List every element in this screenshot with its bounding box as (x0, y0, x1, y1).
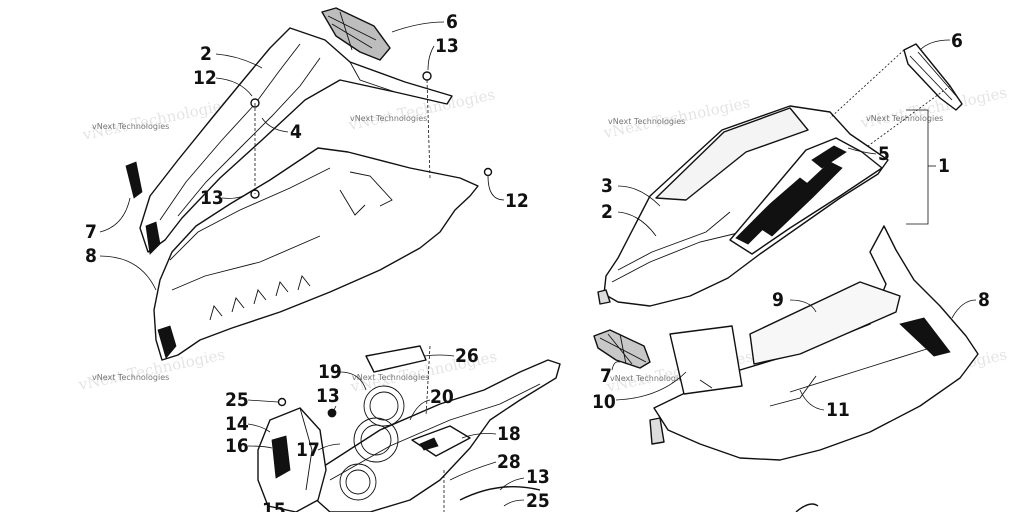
callout-13: 13 (435, 35, 459, 57)
small-trim-part (125, 161, 143, 199)
callout-2: 2 (200, 43, 212, 65)
fastener (327, 408, 337, 418)
watermark-text: vNext Technologies (92, 122, 169, 131)
gauge-ring (363, 385, 405, 427)
top-right-panel-assembly (593, 43, 979, 461)
watermark-text: vNext Technologies (608, 117, 685, 126)
callout-16: 16 (225, 435, 249, 457)
inner-panel-9 (749, 281, 901, 365)
callout-10: 10 (592, 391, 616, 413)
watermark-text: vNext Technologies (610, 374, 687, 383)
gauge-ring (339, 463, 377, 501)
callout-6: 6 (951, 30, 963, 52)
top-left-callouts: 2 12 4 6 13 7 8 13 12 (85, 11, 529, 291)
callout-6: 6 (446, 11, 458, 33)
side-bracket (257, 407, 327, 513)
watermark-shadow: vNext Technologies (76, 345, 226, 394)
top-vent (903, 43, 963, 111)
callout-9: 9 (772, 289, 784, 311)
bottom-callouts: 19 26 25 13 20 14 16 17 18 28 13 25 15 (225, 345, 550, 517)
callout-8: 8 (978, 289, 990, 311)
callout-4: 4 (290, 121, 302, 143)
callout-20: 20 (430, 386, 454, 408)
callout-25: 25 (225, 389, 249, 411)
callout-5: 5 (878, 143, 890, 165)
cable (459, 486, 541, 501)
fastener (483, 167, 493, 177)
callout-12: 12 (193, 67, 217, 89)
bottom-center-floor-assembly (257, 345, 819, 513)
callout-28: 28 (497, 451, 521, 473)
callout-18: 18 (497, 423, 521, 445)
callout-11: 11 (826, 399, 850, 421)
callout-3: 3 (601, 175, 613, 197)
callout-13: 13 (526, 466, 550, 488)
top-right-callouts: 3 2 6 5 1 9 8 7 10 11 (592, 30, 990, 421)
callout-2: 2 (601, 201, 613, 223)
callout-19: 19 (318, 361, 342, 383)
watermark-text: vNext Technologies (350, 114, 427, 123)
callout-13: 13 (316, 385, 340, 407)
callout-12: 12 (505, 190, 529, 212)
watermark-text: vNext Technologies (352, 373, 429, 382)
callout-15: 15 (262, 499, 286, 512)
lower-hood (153, 147, 479, 361)
side-panel-upper (139, 27, 453, 253)
watermark-text: vNext Technologies (92, 373, 169, 382)
callout-1: 1 (938, 155, 950, 177)
watermark-text: vNext Technologies (866, 114, 943, 123)
callout-7: 7 (85, 221, 97, 243)
fastener (422, 71, 432, 81)
callout-26: 26 (455, 345, 479, 367)
fastener (277, 397, 287, 407)
callout-7: 7 (600, 365, 612, 387)
callout-8: 8 (85, 245, 97, 267)
cover-plate (365, 345, 427, 373)
panel-insert (669, 325, 743, 395)
top-left-hood-assembly (125, 7, 493, 361)
callout-17: 17 (296, 439, 320, 461)
callout-13: 13 (200, 187, 224, 209)
gauge-ring (353, 417, 399, 463)
callout-25: 25 (526, 490, 550, 512)
callout-14: 14 (225, 413, 249, 435)
